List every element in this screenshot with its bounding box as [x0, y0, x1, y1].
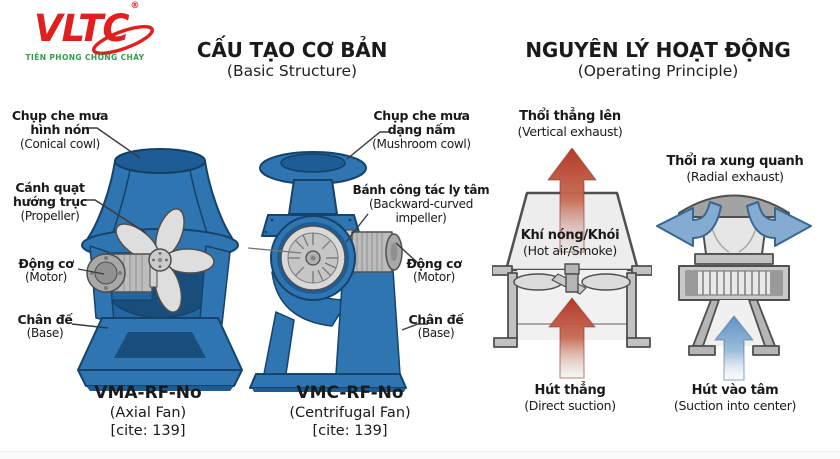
principle-section-subtitle: (Operating Principle): [577, 62, 739, 80]
axial-fan-caption: VMA-RF-No (Axial Fan) [cite: 139]: [73, 383, 223, 441]
label-suction-into-center: Hút vào tâm (Suction into center): [673, 383, 797, 413]
registered-mark: ®: [130, 0, 139, 11]
principle-section-title: NGUYÊN LÝ HOẠT ĐỘNG: [525, 38, 791, 62]
axial-fan-illustration: [77, 148, 243, 391]
label-radial-exhaust: Thổi ra xung quanh (Radial exhaust): [666, 154, 804, 184]
label-mushroom-cowl: Chụp che mưa dạng nấm (Mushroom cowl): [372, 108, 471, 151]
label-direct-suction: Hút thẳng (Direct suction): [524, 383, 616, 413]
label-propeller: Cánh quạt hướng trục (Propeller): [12, 180, 88, 223]
centrifugal-fan-caption: VMC-RF-No (Centrifugal Fan) [cite: 139]: [275, 383, 425, 441]
structure-section-subtitle: (Basic Structure): [226, 62, 358, 80]
center-suction-arrow: [714, 315, 754, 381]
radial-principle-illustration: [656, 194, 812, 381]
label-motor-centrifugal: Động cơ (Motor): [406, 256, 462, 285]
centrifugal-fan-illustration: [248, 151, 407, 392]
label-hot-air-smoke: Khí nóng/Khói (Hot air/Smoke): [520, 228, 620, 258]
label-motor-axial: Động cơ (Motor): [18, 256, 74, 285]
cite-ref: [cite: 139]: [110, 423, 186, 440]
label-vertical-exhaust: Thổi thẳng lên (Vertical exhaust): [517, 109, 623, 139]
vertical-principle-illustration: [492, 148, 652, 379]
exhaust-arrow-up: [547, 148, 597, 253]
impeller-slats: [248, 233, 338, 283]
motor-axial: [86, 253, 158, 301]
label-impeller: Bánh công tác ly tâm (Backward-curved im…: [352, 183, 490, 225]
footer-strip: [0, 451, 840, 459]
logo-tagline: TIÊN PHONG CHỐNG CHÁY: [25, 53, 145, 62]
label-conical-cowl: Chụp che mưa hình nón (Conical cowl): [11, 108, 109, 151]
principle-fan-blades: [513, 263, 631, 295]
suction-arrow-up: [548, 297, 596, 379]
box-slats: [702, 271, 767, 295]
label-base-axial: Chân đế (Base): [17, 312, 73, 341]
label-base-centrifugal: Chân đế (Base): [408, 312, 464, 341]
cite-ref: [cite: 139]: [312, 423, 388, 440]
structure-section-title: CẤU TẠO CƠ BẢN: [196, 38, 388, 62]
